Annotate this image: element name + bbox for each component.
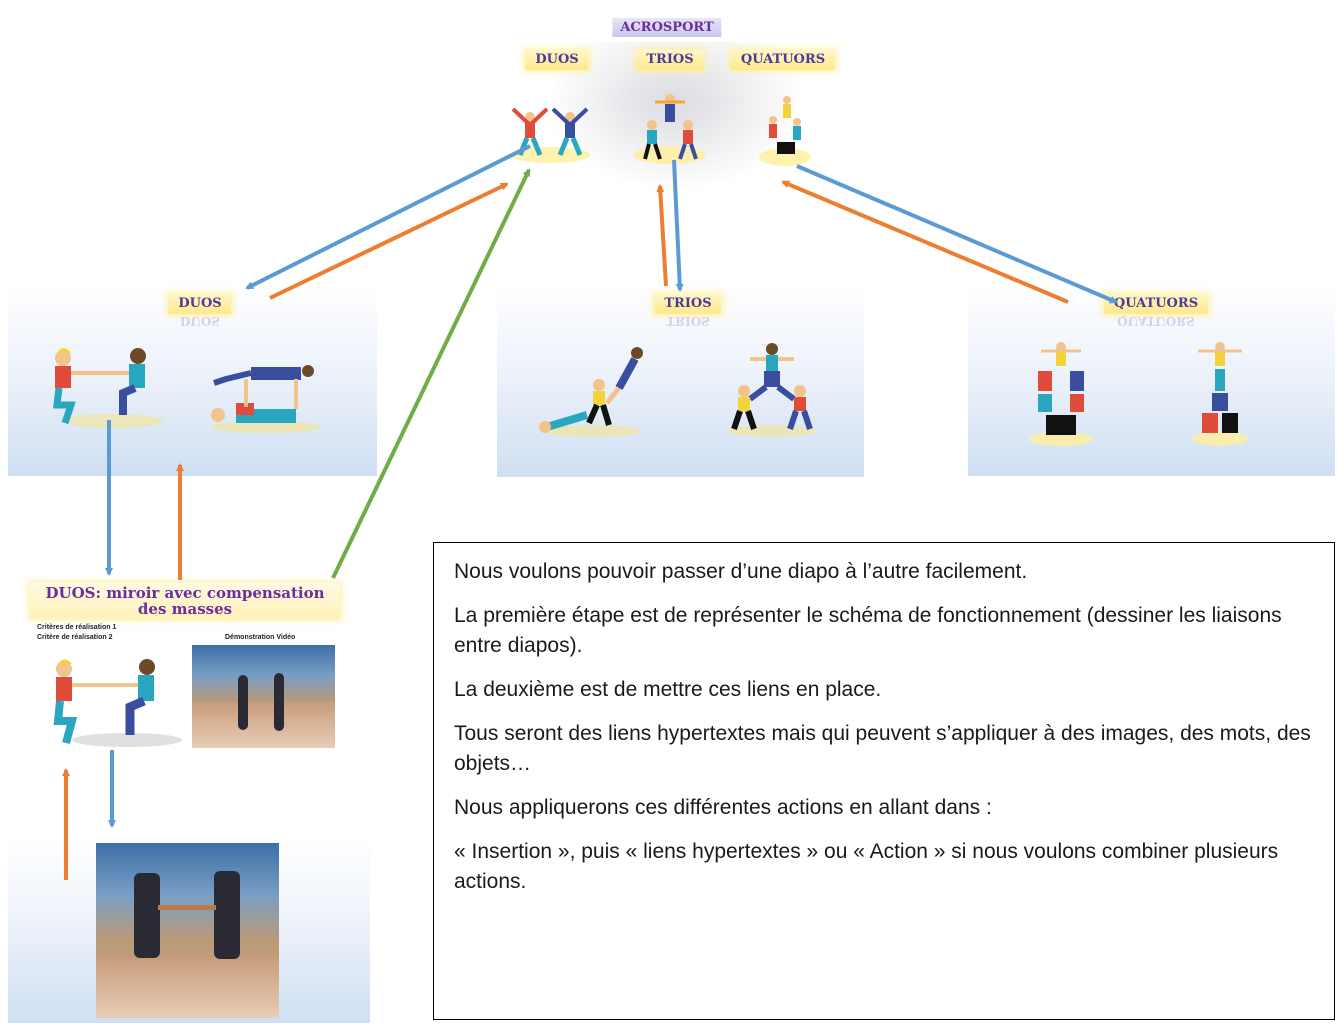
- home-menu-trios[interactable]: TRIOS: [636, 50, 704, 70]
- instruction-3: La deuxième est de mettre ces liens en p…: [454, 678, 882, 701]
- video-label: Démonstration Vidéo: [225, 634, 296, 641]
- duos-figure-plank[interactable]: [206, 359, 326, 434]
- duos-slide-title-reflection: DUOS: [180, 314, 220, 328]
- trios-slide-title-reflection: TRIOS: [666, 314, 710, 328]
- home-duo-figure[interactable]: [505, 97, 595, 167]
- home-quatuor-figure[interactable]: [755, 92, 815, 167]
- home-title: ACROSPORT: [612, 18, 722, 37]
- instruction-4: Tous seront des liens hypertextes mais q…: [454, 722, 1311, 775]
- instruction-2: La première étape est de représenter le …: [454, 604, 1282, 657]
- arrow-trios-to-home: [656, 184, 668, 287]
- quatuors-slide[interactable]: QUATUORS QUATUORS: [968, 281, 1335, 476]
- gymnast-left: [134, 873, 160, 958]
- quatuors-slide-title[interactable]: QUATUORS: [1103, 294, 1209, 314]
- home-menu-duos[interactable]: DUOS: [525, 50, 589, 70]
- gymnast-right: [214, 871, 240, 959]
- instruction-5: Nous appliquerons ces différentes action…: [454, 796, 992, 819]
- home-trio-figure[interactable]: [630, 87, 710, 167]
- duos-detail-title[interactable]: DUOS: miroir avec compensation des masse…: [30, 583, 340, 619]
- trios-slide-title[interactable]: TRIOS: [654, 294, 722, 314]
- trios-figure-pyramid[interactable]: [722, 341, 822, 441]
- quatuors-slide-title-reflection: QUATUORS: [1117, 314, 1195, 328]
- duos-detail-figure[interactable]: [42, 655, 182, 750]
- duos-slide[interactable]: DUOS DUOS: [8, 281, 377, 476]
- video-thumbnail[interactable]: [192, 645, 335, 748]
- quatuors-figure-tower-wide[interactable]: [1026, 339, 1096, 449]
- photo-slide[interactable]: [8, 835, 370, 1023]
- gymnast-2: [274, 673, 284, 731]
- criteria-1: Critères de réalisation 1: [37, 624, 117, 631]
- duos-slide-title[interactable]: DUOS: [168, 294, 232, 314]
- arrow-home-to-duos: [245, 144, 531, 290]
- home-slide[interactable]: ACROSPORT DUOS TRIOS QUATUORS: [505, 12, 836, 192]
- home-menu-quatuors[interactable]: QUATUORS: [730, 50, 836, 70]
- duos-figure-mirror[interactable]: [43, 343, 163, 433]
- quatuors-figure-tower-narrow[interactable]: [1190, 339, 1250, 449]
- duo-photo[interactable]: [96, 843, 279, 1018]
- criteria-2: Critère de réalisation 2: [37, 634, 113, 641]
- instruction-1: Nous voulons pouvoir passer d’une diapo …: [454, 560, 1028, 583]
- instructions-box: Nous voulons pouvoir passer d’une diapo …: [433, 542, 1335, 1020]
- trios-figure-diagonal[interactable]: [537, 343, 647, 443]
- instruction-6: « Insertion », puis « liens hypertextes …: [454, 840, 1279, 893]
- trios-slide[interactable]: TRIOS TRIOS: [497, 281, 864, 477]
- gymnast-1: [238, 675, 248, 730]
